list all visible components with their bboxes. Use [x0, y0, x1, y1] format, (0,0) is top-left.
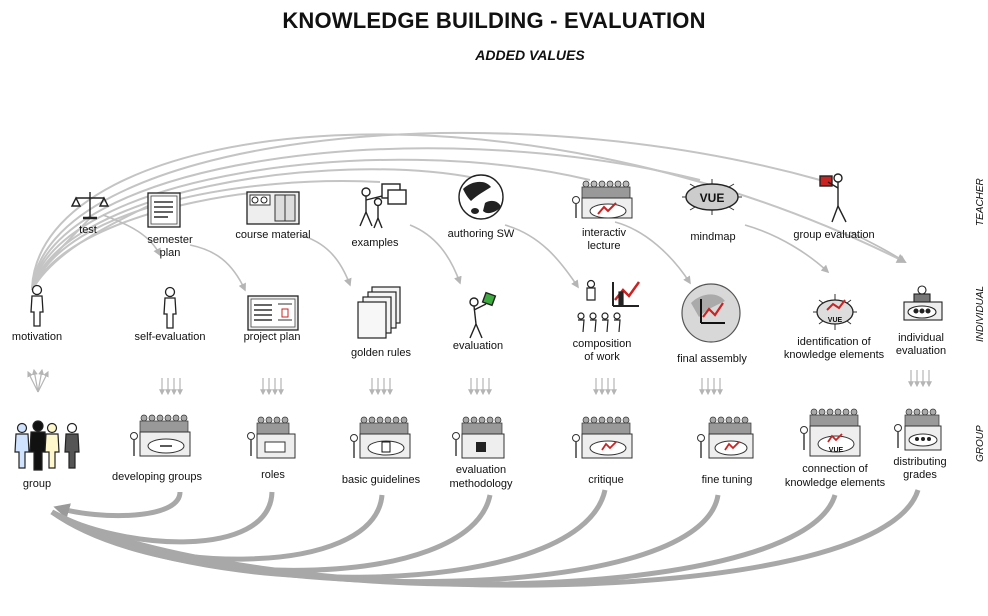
label-semester-plan-line2: plan	[159, 247, 181, 259]
down-arrow-groups	[27, 368, 932, 396]
examples-icon	[359, 183, 407, 229]
label-mindmap: mindmap	[690, 231, 736, 243]
row-label-teacher: TEACHER	[975, 178, 986, 226]
label-connection-line1: connection of	[802, 463, 868, 475]
identification-icon-text: VUE	[828, 317, 843, 324]
label-test: test	[79, 224, 97, 236]
label-project-plan: project plan	[243, 331, 301, 343]
evaluation-person-icon	[469, 291, 497, 339]
page-subtitle: ADDED VALUES	[475, 47, 585, 63]
page-title: KNOWLEDGE BUILDING - EVALUATION	[282, 8, 706, 33]
self-evaluation-person-icon	[163, 286, 177, 329]
mindmap-icon: VUE	[682, 179, 742, 215]
scales-icon	[70, 192, 110, 220]
label-distributing-grades-line1: distributing	[893, 456, 947, 468]
critique-classroom-icon	[572, 416, 633, 459]
label-basic-guidelines: basic guidelines	[341, 474, 421, 486]
label-interactive-lecture-line1: interactiv	[581, 227, 627, 239]
label-group: group	[22, 478, 52, 490]
connection-classroom-icon: VUE	[800, 408, 861, 457]
roles-classroom-icon	[247, 416, 296, 459]
globe-icon	[458, 174, 504, 220]
label-final-assembly: final assembly	[677, 353, 747, 365]
mindmap-icon-text: VUE	[700, 191, 725, 205]
group-people-icon	[14, 420, 80, 471]
label-roles: roles	[261, 469, 285, 481]
label-motivation: motivation	[11, 331, 63, 343]
connection-icon-text: VUE	[829, 447, 844, 454]
label-group-evaluation: group evaluation	[793, 229, 875, 241]
basic-guidelines-classroom-icon	[350, 416, 411, 459]
row-label-group: GROUP	[975, 425, 986, 462]
distributing-grades-classroom-icon	[894, 408, 942, 451]
bottom-return-arcs	[50, 489, 921, 588]
composition-of-work-icon	[577, 279, 641, 333]
final-assembly-icon	[681, 283, 741, 343]
label-evaluation: evaluation	[452, 340, 504, 352]
label-composition-line1: composition	[572, 338, 632, 350]
label-connection-line2: knowledge elements	[784, 477, 886, 489]
label-composition-line2: of work	[584, 351, 620, 363]
developing-groups-classroom-icon	[130, 414, 191, 457]
individual-evaluation-icon	[903, 285, 943, 321]
label-fine-tuning: fine tuning	[701, 474, 753, 486]
motivation-person-icon	[30, 284, 44, 327]
label-identification-line2: knowledge elements	[783, 349, 885, 361]
label-identification-line1: identification of	[797, 336, 871, 348]
label-critique: critique	[588, 474, 624, 486]
semester-plan-icon	[147, 192, 181, 228]
label-individual-evaluation-line1: individual	[898, 332, 944, 344]
label-interactive-lecture-line2: lecture	[587, 240, 621, 252]
label-examples: examples	[351, 237, 399, 249]
label-developing-groups: developing groups	[112, 471, 202, 483]
label-self-evaluation: self-evaluation	[134, 331, 206, 343]
label-authoring-sw: authoring SW	[447, 228, 515, 240]
teacher-to-individual-arrows	[102, 214, 907, 292]
label-golden-rules: golden rules	[351, 347, 411, 359]
identification-vue-icon: VUE	[813, 294, 857, 330]
presenter-icon	[819, 173, 847, 223]
classroom-icons: VUE	[130, 408, 942, 459]
row-label-individual: INDIVIDUAL	[975, 285, 986, 342]
label-evaluation-methodology-line2: methodology	[449, 478, 513, 490]
project-plan-icon	[247, 295, 299, 331]
evaluation-methodology-classroom-icon	[452, 416, 505, 459]
label-distributing-grades-line2: grades	[903, 469, 937, 481]
golden-rules-icon	[357, 286, 401, 339]
fine-tuning-classroom-icon	[697, 416, 754, 459]
label-individual-evaluation-line2: evaluation	[895, 345, 947, 357]
label-course-material: course material	[235, 229, 311, 241]
label-evaluation-methodology-line1: evaluation	[455, 464, 507, 476]
label-semester-plan-line1: semester	[147, 234, 193, 246]
course-material-icon	[246, 191, 300, 225]
lecture-audience-icon	[572, 180, 633, 219]
